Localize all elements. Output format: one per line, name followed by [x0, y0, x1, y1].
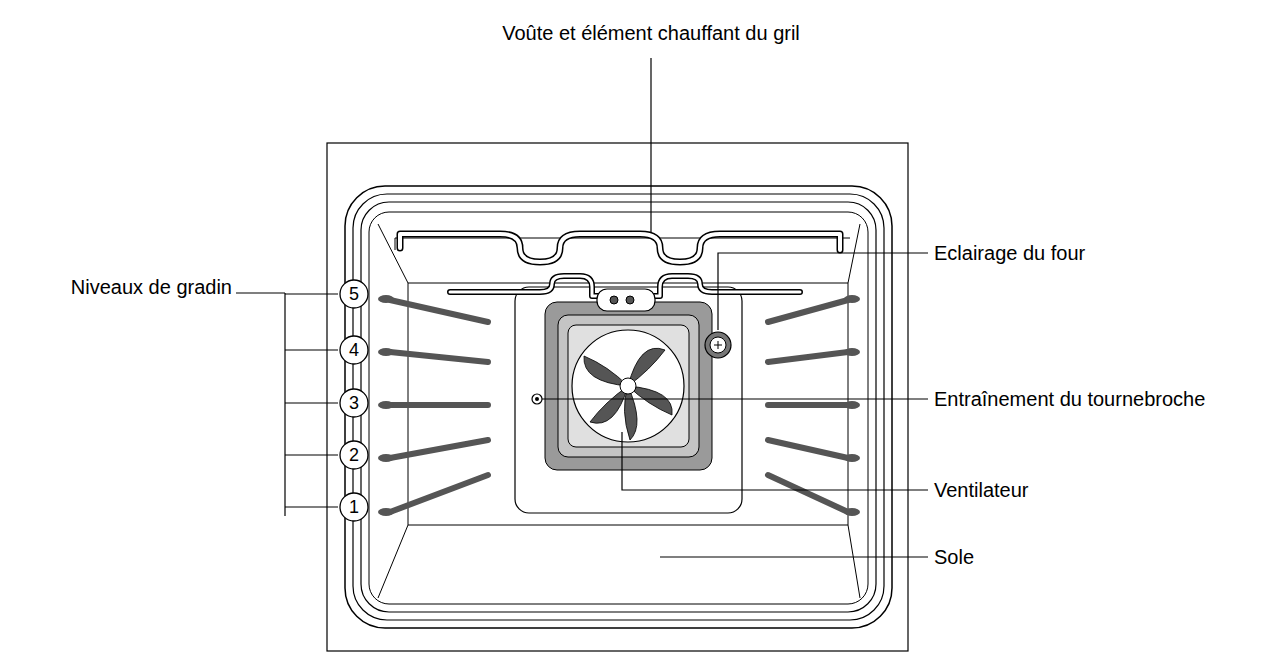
- part-label: Sole: [932, 545, 976, 569]
- callout-number: 2: [339, 440, 369, 470]
- callout-number: 1: [339, 492, 369, 522]
- part-label: Voûte et élément chauffant du gril: [500, 21, 802, 45]
- level-circle: 3: [339, 388, 369, 418]
- level-circle: 1: [339, 492, 369, 522]
- callout-number: 4: [339, 335, 369, 365]
- part-label: Ventilateur: [932, 478, 1031, 502]
- part-label: Niveaux de gradin: [69, 275, 234, 299]
- part-label: Eclairage du four: [932, 241, 1087, 265]
- part-label: Entraînement du tournebroche: [932, 387, 1207, 411]
- callout-number: 3: [339, 388, 369, 418]
- leader-lines: [236, 58, 928, 557]
- level-circle: 2: [339, 440, 369, 470]
- callout-number: 5: [339, 279, 369, 309]
- level-circle: 4: [339, 335, 369, 365]
- level-circle: 5: [339, 279, 369, 309]
